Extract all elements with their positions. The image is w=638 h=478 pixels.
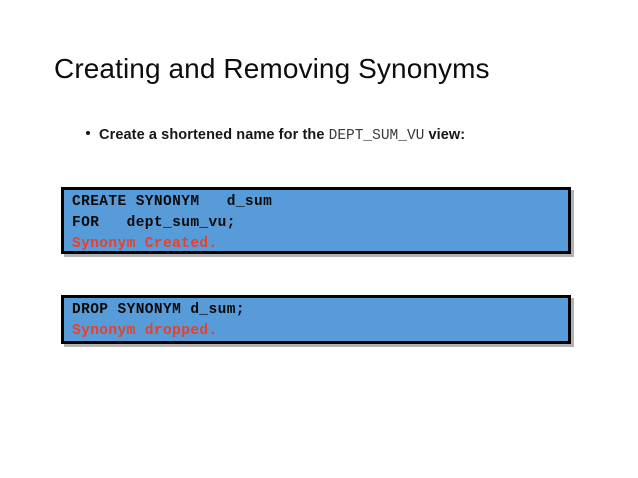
- bullet-list-item: Create a shortened name for the DEPT_SUM…: [86, 127, 465, 144]
- code-line: FOR dept_sum_vu;: [72, 215, 236, 231]
- code-result-line: Synonym Created.: [72, 236, 218, 252]
- bullet-text: Create a shortened name for the DEPT_SUM…: [99, 127, 465, 144]
- code-block-create-synonym: CREATE SYNONYM d_sum FOR dept_sum_vu; Sy…: [61, 187, 571, 254]
- bullet-code-term: DEPT_SUM_VU: [328, 128, 425, 144]
- bullet-text-before: Create a shortened name for the: [99, 127, 329, 143]
- bullet-dot-icon: [86, 131, 90, 135]
- code-block-drop-synonym: DROP SYNONYM d_sum; Synonym dropped.: [61, 295, 571, 344]
- page-title: Creating and Removing Synonyms: [54, 53, 490, 84]
- code-line: DROP SYNONYM d_sum;: [72, 302, 245, 318]
- code-line: CREATE SYNONYM d_sum: [72, 194, 273, 210]
- code-result-line: Synonym dropped.: [72, 323, 218, 339]
- bullet-text-after: view:: [424, 127, 466, 143]
